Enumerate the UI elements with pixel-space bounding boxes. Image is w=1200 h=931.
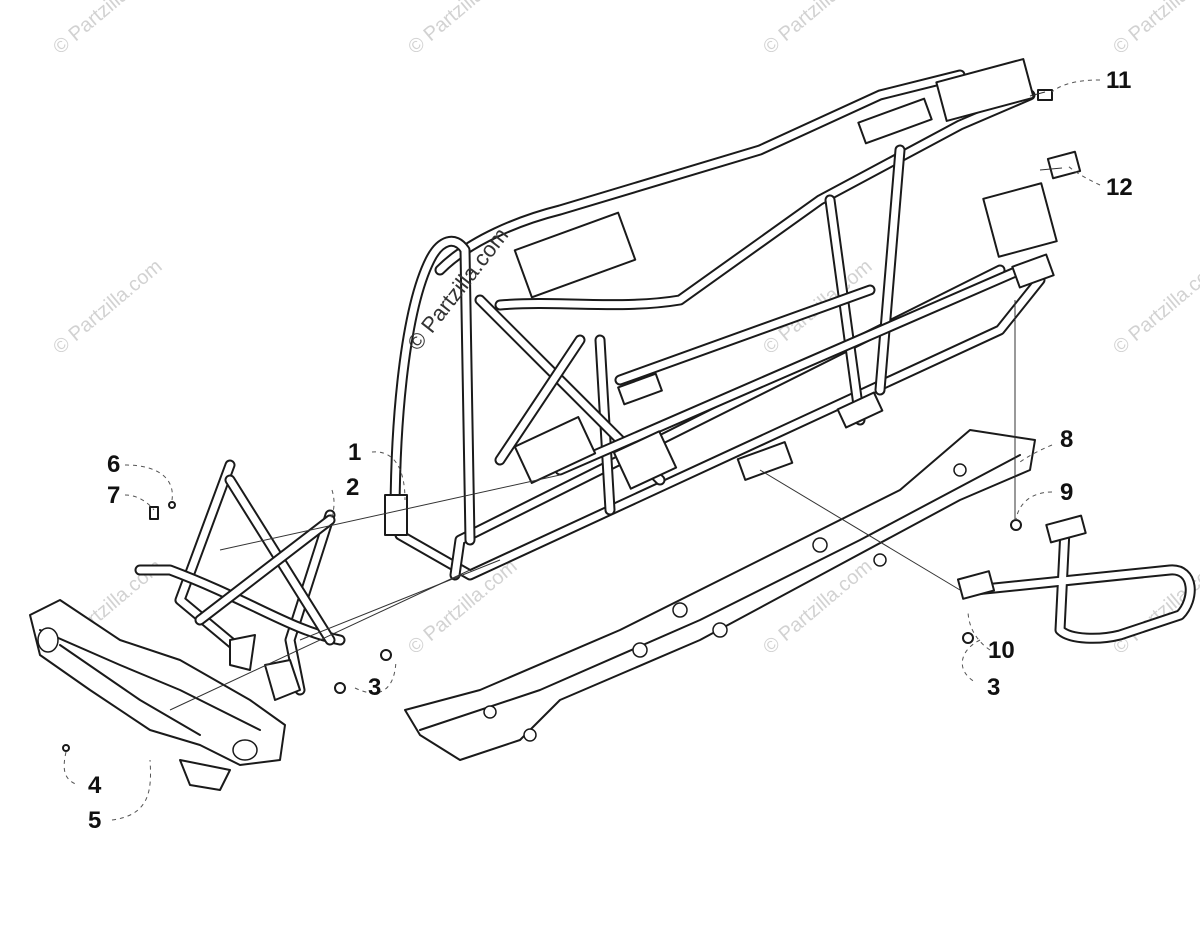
front-bumper-cover	[29, 599, 286, 791]
clip-icon	[149, 506, 159, 520]
skid-plate	[404, 429, 1036, 761]
callout-2: 2	[346, 474, 359, 501]
callout-1: 1	[348, 439, 361, 466]
callout-labels: 1 2 3 3 4 5 6 7 8 9 10 11 12	[88, 67, 1133, 834]
callout-8: 8	[1060, 426, 1073, 453]
screw-icon	[168, 501, 176, 509]
watermark: © Partzilla.com	[404, 0, 521, 59]
main-frame	[384, 58, 1058, 581]
callout-leaders	[63, 79, 1101, 821]
bolt-icon	[962, 632, 974, 644]
watermark: © Partzilla.com	[49, 0, 166, 59]
callout-6: 6	[107, 451, 120, 478]
callout-4: 4	[88, 772, 102, 799]
callout-3: 3	[368, 674, 381, 701]
assembly-lines	[169, 91, 1063, 711]
callout-12: 12	[1106, 174, 1133, 201]
callout-7: 7	[107, 482, 120, 509]
label-icon	[1046, 150, 1082, 180]
callout-10: 10	[988, 637, 1015, 664]
watermark: © Partzilla.com	[759, 0, 876, 59]
front-bumper-frame	[134, 459, 346, 701]
screw-icon	[62, 744, 70, 752]
watermark: © Partzilla.com	[1109, 255, 1200, 358]
bolt-icon	[334, 682, 346, 694]
callout-11: 11	[1106, 67, 1131, 94]
watermark: © Partzilla.com	[1109, 0, 1200, 59]
nut-icon	[1010, 519, 1022, 531]
callout-3: 3	[987, 674, 1000, 701]
cap-icon	[1037, 89, 1053, 101]
callout-9: 9	[1060, 479, 1073, 506]
watermark: © Partzilla.com	[49, 255, 166, 358]
bolt-icon	[380, 649, 392, 661]
rear-step-bar	[956, 514, 1196, 644]
callout-5: 5	[88, 807, 101, 834]
